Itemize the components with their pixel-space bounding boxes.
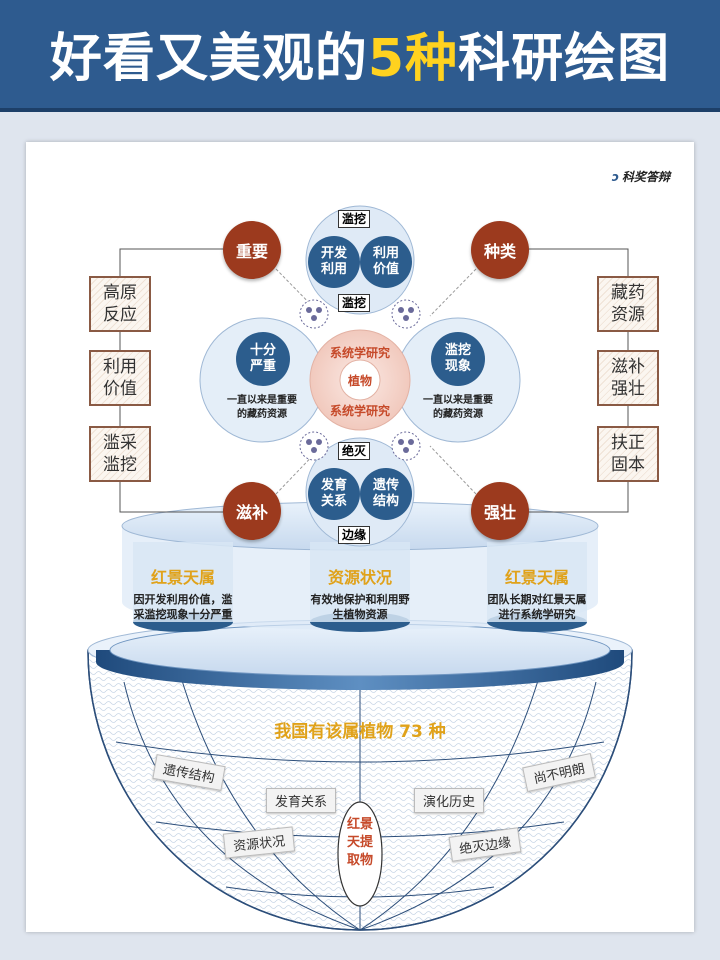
pillar-2-title: 资源状况 — [310, 564, 410, 588]
top-cluster-top-tag-text: 滥挖 — [342, 212, 366, 226]
top-cluster-bottom-tag-text: 滥挖 — [342, 296, 366, 310]
left-box-2: 利用 价值 — [89, 350, 151, 406]
corner-circle-top-left-text: 重要 — [236, 238, 268, 262]
bowl-title: 我国有该属植物 73 种 — [210, 717, 510, 742]
bottom-cluster-right-circle: 遗传 结构 — [360, 468, 412, 520]
right-box-3-text: 扶正 固本 — [611, 432, 645, 476]
title-part1: 好看又美观的 — [50, 29, 368, 89]
title-banner: 好看又美观的5种科研绘图 — [0, 0, 720, 112]
corner-circle-bottom-right: 强壮 — [471, 482, 529, 540]
bottom-cluster-right-text: 遗传 结构 — [373, 478, 399, 510]
bottom-cluster-top-tag-text: 绝灭 — [342, 444, 366, 458]
right-box-3: 扶正 固本 — [597, 426, 659, 482]
bottom-cluster-left-circle: 发育 关系 — [308, 468, 360, 520]
left-cluster-circle-text: 十分 严重 — [250, 343, 276, 375]
corner-circle-top-right: 种类 — [471, 221, 529, 279]
top-cluster-left-text: 开发 利用 — [321, 246, 347, 278]
left-box-1-text: 高原 反应 — [103, 282, 137, 326]
corner-circle-top-right-text: 种类 — [484, 238, 516, 262]
corner-circle-bottom-right-text: 强壮 — [484, 499, 516, 523]
corner-circle-bottom-left: 滋补 — [223, 482, 281, 540]
top-cluster-right-circle: 利用 价值 — [360, 236, 412, 288]
top-cluster-right-text: 利用 价值 — [373, 246, 399, 278]
bowl-center-text: 红景 天提 取物 — [340, 816, 380, 870]
left-box-3-text: 滥采 滥挖 — [103, 432, 137, 476]
bottom-cluster-left-text: 发育 关系 — [321, 478, 347, 510]
left-cluster-circle: 十分 严重 — [236, 332, 290, 386]
pillar-3-desc: 团队长期对红景天属 进行系统学研究 — [477, 592, 597, 622]
right-box-2: 滋补 强壮 — [597, 350, 659, 406]
left-cluster-desc: 一直以来是重要 的藏药资源 — [208, 394, 316, 422]
corner-circle-bottom-left-text: 滋补 — [236, 499, 268, 523]
top-cluster-top-tag: 滥挖 — [338, 210, 370, 228]
right-box-1-text: 藏药 资源 — [611, 282, 645, 326]
pillar-1-title: 红景天属 — [133, 564, 233, 588]
center-middle-text: 植物 — [340, 372, 380, 389]
bottom-cluster-bottom-tag: 边缘 — [338, 526, 370, 544]
top-cluster-bottom-tag: 滥挖 — [338, 294, 370, 312]
bottom-cluster-top-tag: 绝灭 — [338, 442, 370, 460]
pillar-3-title: 红景天属 — [487, 564, 587, 588]
bowl-label-2: 发育关系 — [266, 788, 336, 813]
pillar-2-desc: 有效地保护和利用野 生植物资源 — [300, 592, 420, 622]
left-box-2-text: 利用 价值 — [103, 356, 137, 400]
bottom-cluster-bottom-tag-text: 边缘 — [342, 528, 366, 542]
center-top-text: 系统学研究 — [310, 344, 410, 361]
right-cluster-circle-text: 滥挖 现象 — [445, 343, 471, 375]
right-cluster-circle: 滥挖 现象 — [431, 332, 485, 386]
title-highlight: 5种 — [368, 29, 458, 89]
right-cluster-desc: 一直以来是重要 的藏药资源 — [404, 394, 512, 422]
top-cluster-left-circle: 开发 利用 — [308, 236, 360, 288]
corner-circle-top-left: 重要 — [223, 221, 281, 279]
pillar-1-desc: 因开发利用价值，滥 采滥挖现象十分严重 — [123, 592, 243, 622]
right-box-1: 藏药 资源 — [597, 276, 659, 332]
bowl-label-3: 演化历史 — [414, 788, 484, 813]
right-box-2-text: 滋补 强壮 — [611, 356, 645, 400]
left-box-1: 高原 反应 — [89, 276, 151, 332]
title-part2: 科研绘图 — [458, 29, 670, 89]
center-bottom-text: 系统学研究 — [310, 402, 410, 419]
left-box-3: 滥采 滥挖 — [89, 426, 151, 482]
page-title: 好看又美观的5种科研绘图 — [0, 16, 720, 91]
